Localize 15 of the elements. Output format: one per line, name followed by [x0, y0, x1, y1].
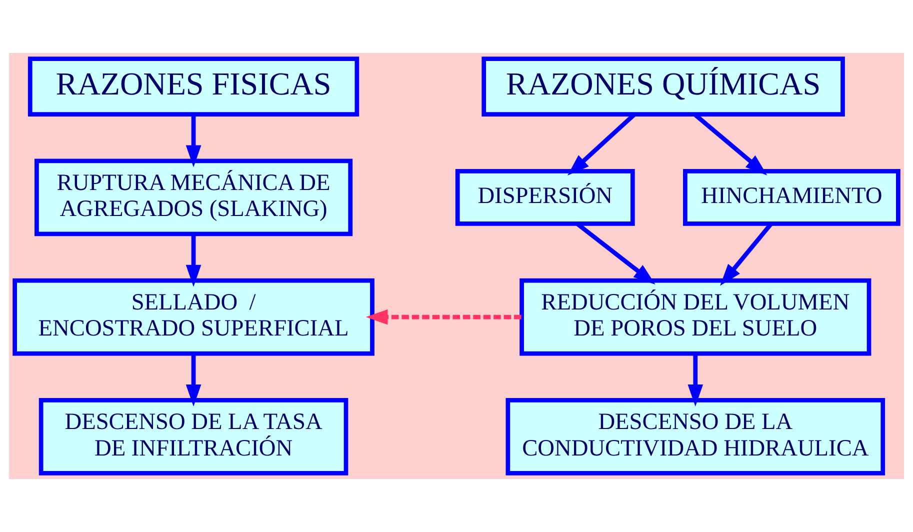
node-box: RAZONES FISICAS	[28, 56, 360, 116]
node-box: RUPTURA MECÁNICA DE AGREGADOS (SLAKING)	[34, 158, 353, 236]
node-box: DISPERSIÓN	[455, 168, 635, 226]
arrow	[720, 222, 772, 286]
node-box: HINCHAMIENTO	[683, 168, 900, 226]
arrow	[186, 114, 202, 168]
node-box: SELLADO / ENCOSTRADO SUPERFICIAL	[12, 278, 374, 356]
arrow	[186, 234, 202, 287]
arrow	[186, 354, 202, 406]
node-box: RAZONES QUÍMICAS	[482, 56, 845, 116]
arrow	[688, 354, 704, 406]
node-box: REDUCCIÓN DEL VOLUMEN DE POROS DEL SUELO	[520, 278, 872, 356]
arrow	[366, 309, 522, 325]
node-box: DESCENSO DE LA TASA DE INFILTRACIÓN	[38, 398, 348, 476]
node-box: DESCENSO DE LA CONDUCTIVIDAD HIDRAULICA	[506, 398, 886, 476]
